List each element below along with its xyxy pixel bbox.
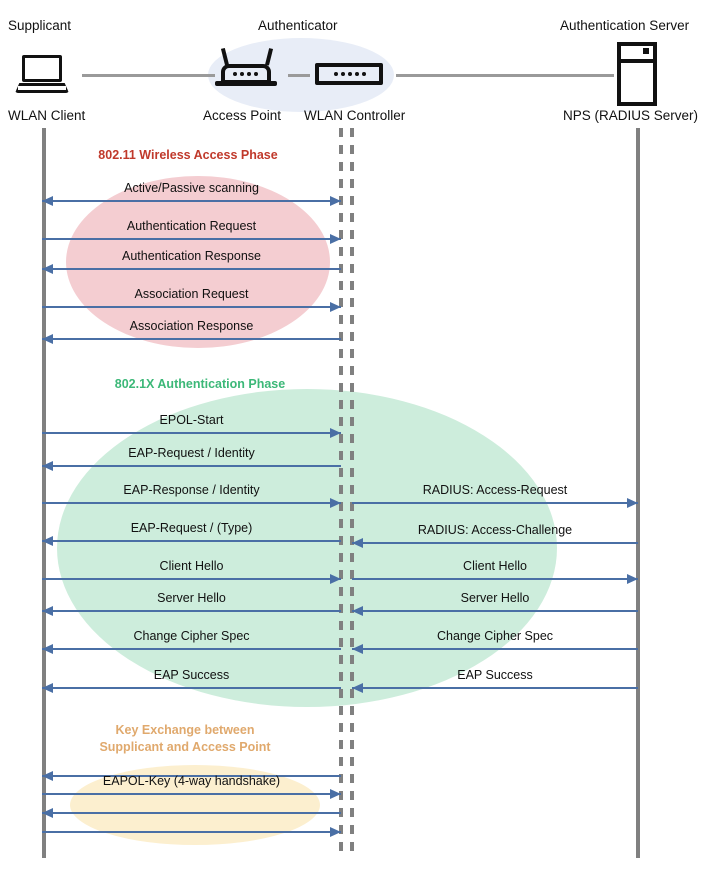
authenticator-lifeline-b bbox=[350, 128, 354, 858]
node-label-nps-radius-server: NPS (RADIUS Server) bbox=[563, 108, 699, 123]
server-icon bbox=[617, 42, 657, 106]
arrow-head-left-icon bbox=[42, 333, 53, 344]
message-line bbox=[42, 812, 341, 814]
message-label: Change Cipher Spec bbox=[436, 629, 554, 643]
message-label: Client Hello bbox=[463, 559, 527, 573]
role-title-authenticator: Authenticator bbox=[258, 18, 338, 33]
phase-802-1x-ellipse bbox=[57, 389, 557, 707]
message-label: RADIUS: Access-Request bbox=[422, 483, 568, 497]
message-label: Association Response bbox=[129, 319, 254, 333]
arrow-head-left-icon bbox=[42, 807, 53, 818]
message-line bbox=[42, 610, 341, 612]
message-label: EAPOL-Key (4-way handshake) bbox=[102, 774, 281, 788]
arrow-head-right-icon bbox=[330, 788, 341, 799]
message-line bbox=[42, 793, 341, 795]
node-label-access-point: Access Point bbox=[203, 108, 282, 123]
arrow-head-right-icon bbox=[627, 573, 638, 584]
message-line bbox=[42, 268, 341, 270]
phase-802-11-label: 802.11 Wireless Access Phase bbox=[98, 148, 278, 162]
auth-server-lifeline bbox=[636, 128, 640, 858]
arrow-head-left-icon bbox=[352, 682, 363, 693]
message-line bbox=[352, 648, 638, 650]
message-label: Authentication Request bbox=[126, 219, 257, 233]
link-client-to-ap bbox=[82, 74, 215, 77]
message-line bbox=[42, 200, 341, 202]
node-label-wlan-controller: WLAN Controller bbox=[304, 108, 406, 123]
message-line bbox=[352, 578, 638, 580]
message-label: EPOL-Start bbox=[159, 413, 224, 427]
message-line bbox=[42, 540, 341, 542]
link-controller-to-server bbox=[396, 74, 614, 77]
message-line bbox=[42, 687, 341, 689]
arrow-head-left-icon bbox=[352, 537, 363, 548]
wlan-controller-icon bbox=[315, 63, 383, 85]
message-label: Active/Passive scanning bbox=[124, 181, 259, 195]
message-label: Authentication Response bbox=[122, 249, 261, 263]
message-line bbox=[352, 687, 638, 689]
arrow-head-left-icon bbox=[42, 263, 53, 274]
message-label: EAP Success bbox=[153, 668, 230, 682]
arrow-head-right-icon bbox=[330, 195, 341, 206]
arrow-head-right-icon bbox=[330, 573, 341, 584]
node-label-wlan-client: WLAN Client bbox=[8, 108, 86, 123]
link-ap-to-controller bbox=[288, 74, 310, 77]
arrow-head-left-icon bbox=[42, 643, 53, 654]
arrow-head-left-icon bbox=[42, 770, 53, 781]
arrow-head-right-icon bbox=[330, 427, 341, 438]
supplicant-lifeline bbox=[42, 128, 46, 858]
message-line bbox=[42, 306, 341, 308]
message-line bbox=[352, 502, 638, 504]
message-line bbox=[42, 648, 341, 650]
authenticator-lifeline-a bbox=[339, 128, 343, 858]
arrow-head-left-icon bbox=[352, 643, 363, 654]
message-line bbox=[42, 465, 341, 467]
message-line bbox=[42, 775, 341, 777]
message-label: Server Hello bbox=[157, 591, 226, 605]
arrow-head-right-icon bbox=[330, 826, 341, 837]
arrow-head-left-icon bbox=[42, 682, 53, 693]
arrow-head-left-icon bbox=[42, 605, 53, 616]
phase-802-11-ellipse bbox=[66, 176, 330, 348]
message-line bbox=[42, 502, 341, 504]
access-point-icon bbox=[215, 48, 277, 88]
arrow-head-left-icon bbox=[352, 605, 363, 616]
message-line bbox=[42, 432, 341, 434]
message-line bbox=[352, 610, 638, 612]
message-label: Client Hello bbox=[159, 559, 224, 573]
message-label: EAP-Request / Identity bbox=[128, 446, 255, 460]
arrow-head-left-icon bbox=[42, 195, 53, 206]
phase-802-1x-label: 802.1X Authentication Phase bbox=[114, 377, 286, 391]
message-line bbox=[352, 542, 638, 544]
message-line bbox=[42, 338, 341, 340]
message-label: EAP-Response / Identity bbox=[123, 483, 260, 497]
role-title-authentication-server: Authentication Server bbox=[560, 18, 690, 33]
message-line bbox=[42, 238, 341, 240]
message-label: EAP Success bbox=[457, 668, 533, 682]
message-label: Change Cipher Spec bbox=[133, 629, 250, 643]
arrow-head-left-icon bbox=[42, 460, 53, 471]
message-label: RADIUS: Access-Challenge bbox=[417, 523, 573, 537]
arrow-head-right-icon bbox=[627, 497, 638, 508]
laptop-icon bbox=[15, 55, 69, 95]
message-line bbox=[42, 831, 341, 833]
arrow-head-right-icon bbox=[330, 233, 341, 244]
arrow-head-right-icon bbox=[330, 497, 341, 508]
message-label: Server Hello bbox=[460, 591, 530, 605]
arrow-head-left-icon bbox=[42, 535, 53, 546]
arrow-head-right-icon bbox=[330, 301, 341, 312]
phase-key-exchange-label: Key Exchange between Supplicant and Acce… bbox=[99, 723, 271, 754]
message-label: EAP-Request / (Type) bbox=[130, 521, 253, 535]
message-label: Association Request bbox=[134, 287, 249, 301]
message-line bbox=[42, 578, 341, 580]
role-title-supplicant: Supplicant bbox=[8, 18, 72, 33]
